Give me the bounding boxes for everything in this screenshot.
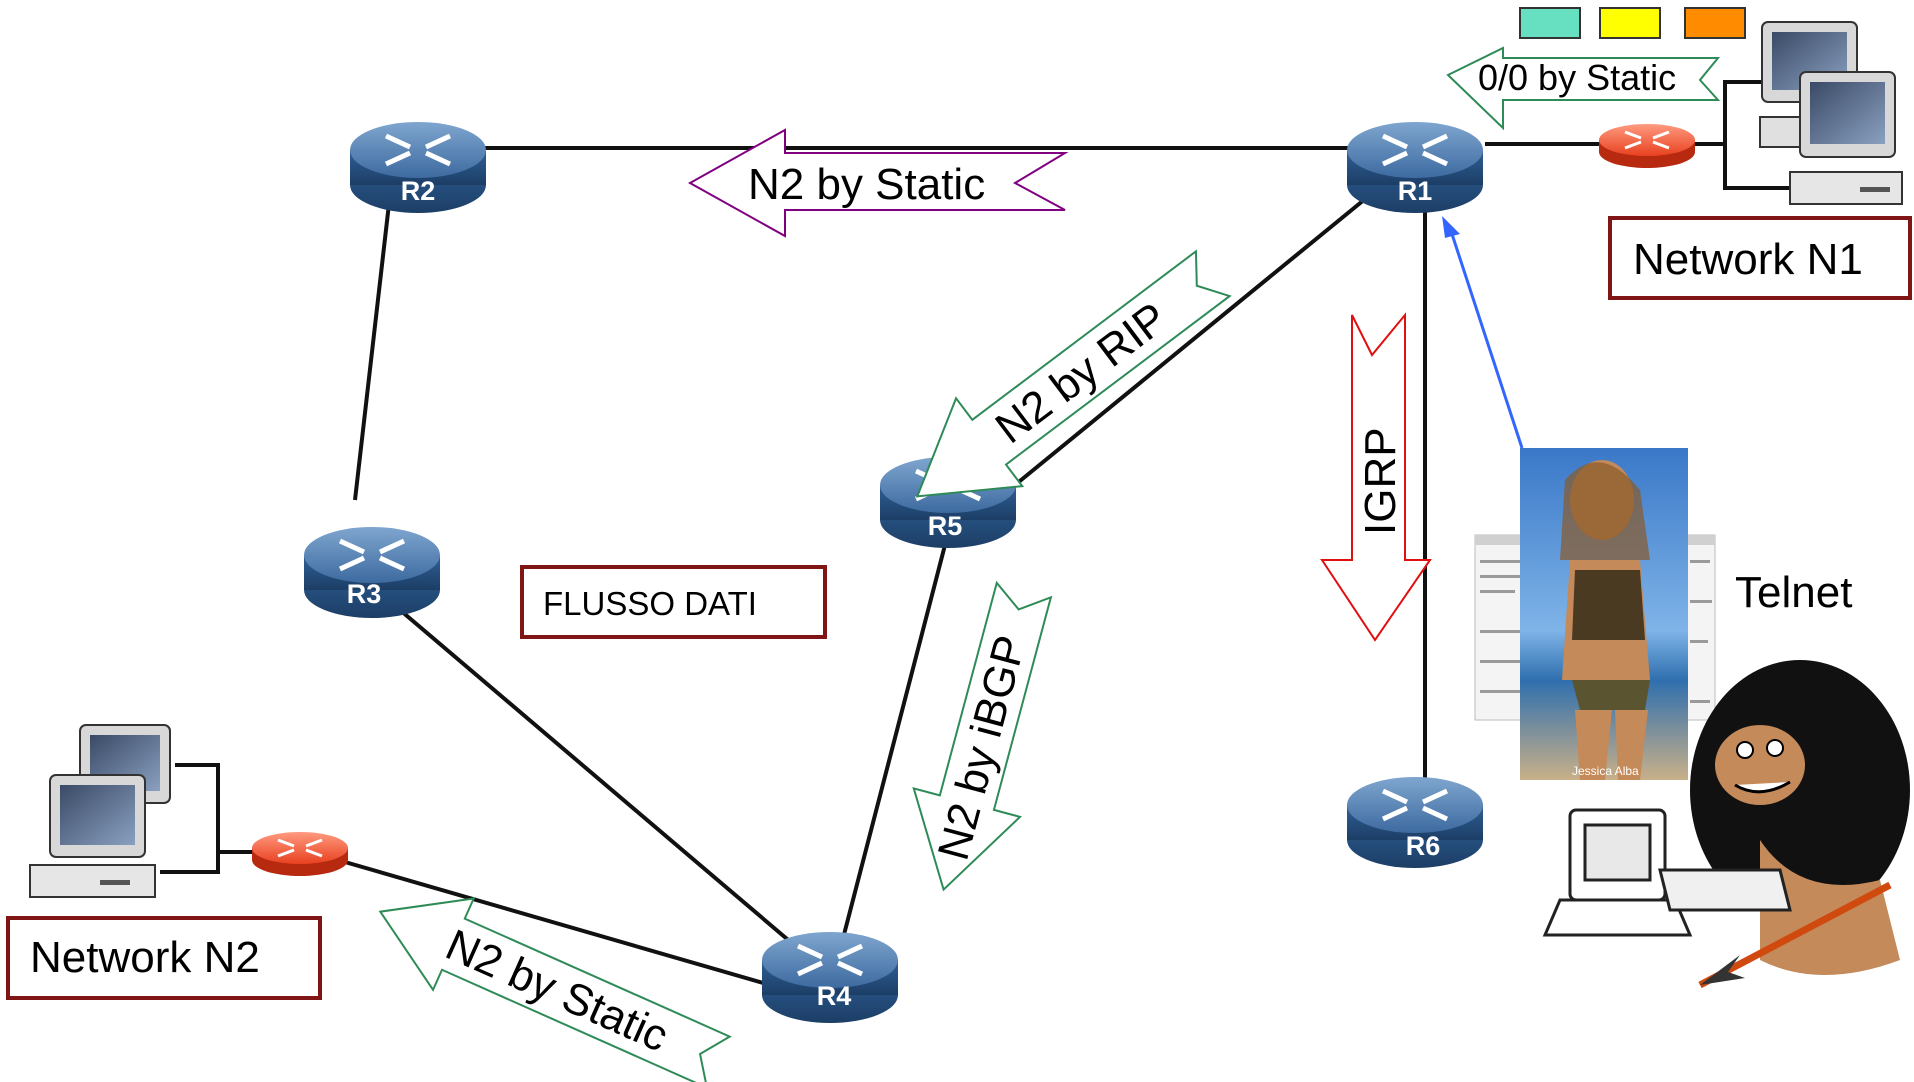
caveman-hacker-icon [1542, 660, 1910, 989]
link-r2-r3 [353, 194, 392, 501]
router-r1[interactable]: R1 [1347, 122, 1483, 213]
flusso-dati-label: FLUSSO DATI [543, 585, 757, 622]
router-arrows-icon [1624, 130, 1670, 150]
router-r2[interactable]: R2 [350, 122, 486, 213]
router-r3[interactable]: R3 [304, 527, 440, 618]
legend-square-orange [1684, 7, 1746, 39]
arrow-ibgp: N2 by iBGP [912, 580, 1053, 892]
router-label: R4 [817, 981, 852, 1011]
edge-router-n2[interactable] [252, 832, 348, 876]
router-label: R2 [401, 176, 436, 206]
arrow-static-r4: N2 by Static [378, 897, 732, 1082]
photo-caption: Jessica Alba [1572, 764, 1639, 778]
arrow-igrp: IGRP [1320, 312, 1432, 642]
router-label: R3 [347, 579, 382, 609]
arrow-label: 0/0 by Static [1478, 57, 1676, 98]
arrow-rip: N2 by RIP [915, 249, 1232, 498]
arrow-label: N2 by Static [748, 160, 985, 209]
network-n1-label: Network N1 [1633, 235, 1863, 284]
network-n1-box: Network N1 [1608, 216, 1912, 300]
arrow-label: N2 by Static [439, 920, 676, 1061]
link-r5-r4 [838, 544, 947, 951]
network-n2-label: Network N2 [30, 933, 260, 982]
link-edge-pc1 [1695, 142, 1790, 190]
arrow-label: N2 by iBGP [929, 630, 1036, 865]
color-legend [1519, 7, 1746, 39]
router-label: R1 [1398, 176, 1433, 206]
router-r4[interactable]: R4 [762, 932, 898, 1023]
arrow-static-r2: N2 by Static [687, 128, 1069, 238]
link-r3-r4 [398, 608, 802, 952]
legend-square-yellow [1599, 7, 1661, 39]
router-label: R5 [928, 511, 963, 541]
link-edge-pc2b [175, 763, 220, 852]
router-label: R6 [1406, 831, 1441, 861]
network-n2-box: Network N2 [6, 916, 322, 1000]
router-arrows-icon [338, 538, 406, 572]
telnet-link [1442, 216, 1524, 449]
router-arrows-icon [1381, 788, 1449, 822]
edge-router-n1[interactable] [1599, 124, 1695, 168]
arrow-label: IGRP [1356, 427, 1405, 535]
computer-icon-n1 [1759, 21, 1903, 205]
router-r6[interactable]: R6 [1347, 777, 1483, 868]
legend-square-teal [1519, 7, 1581, 39]
telnet-label: Telnet [1735, 568, 1852, 617]
router-arrows-icon [384, 133, 452, 167]
router-arrows-icon [1381, 133, 1449, 167]
computer-icon-n2 [29, 724, 171, 898]
arrow-static-r1: 0/0 by Static [1446, 46, 1721, 131]
photo-image: Jessica Alba [1520, 448, 1688, 780]
links [160, 80, 1790, 987]
flusso-dati-box: FLUSSO DATI [520, 565, 827, 639]
link-edge-pc2 [160, 850, 255, 874]
router-arrows-icon [277, 838, 323, 858]
link-n2-r4 [344, 860, 771, 987]
link-r5-r1 [1013, 193, 1372, 487]
router-arrows-icon [796, 943, 864, 977]
